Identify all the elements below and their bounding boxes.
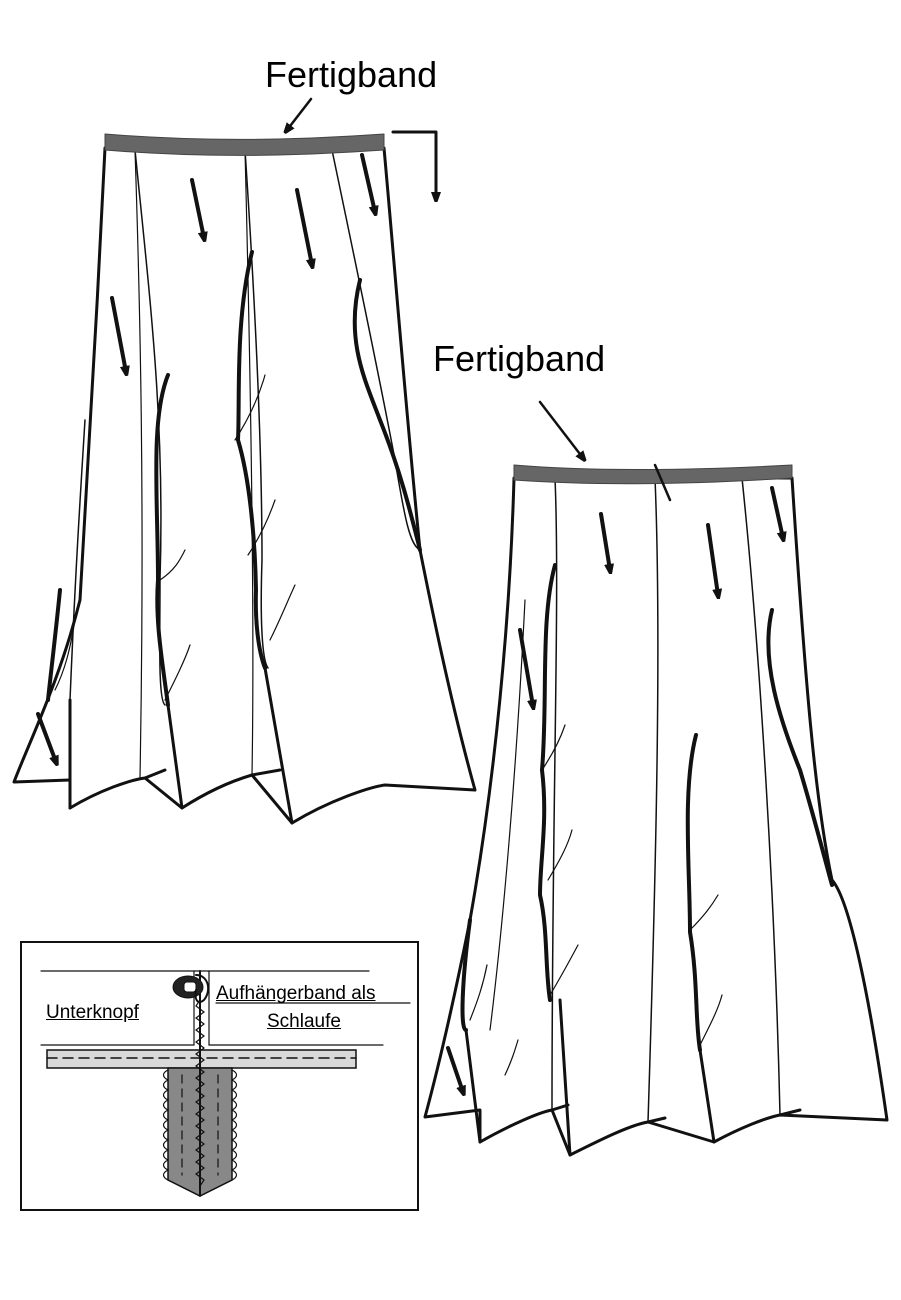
skirt-right xyxy=(423,400,889,1157)
label-fertigband-top: Fertigband xyxy=(265,54,438,95)
label-fertigband-right: Fertigband xyxy=(433,338,606,379)
label-unterknopf: Unterknopf xyxy=(46,1002,139,1023)
label-aufhaengerband-line2: Schlaufe xyxy=(267,1011,341,1032)
loop-icon xyxy=(194,974,210,1003)
label-aufhaengerband-line1: Aufhängerband als xyxy=(216,983,376,1004)
waistband-left xyxy=(104,133,385,156)
skirt-left-outline xyxy=(12,146,477,825)
detail-inset xyxy=(20,941,419,1211)
seam-left-3 xyxy=(331,149,421,551)
waistband-right xyxy=(513,464,793,485)
seam-left-1 xyxy=(134,149,166,706)
skirt-left xyxy=(12,97,477,825)
